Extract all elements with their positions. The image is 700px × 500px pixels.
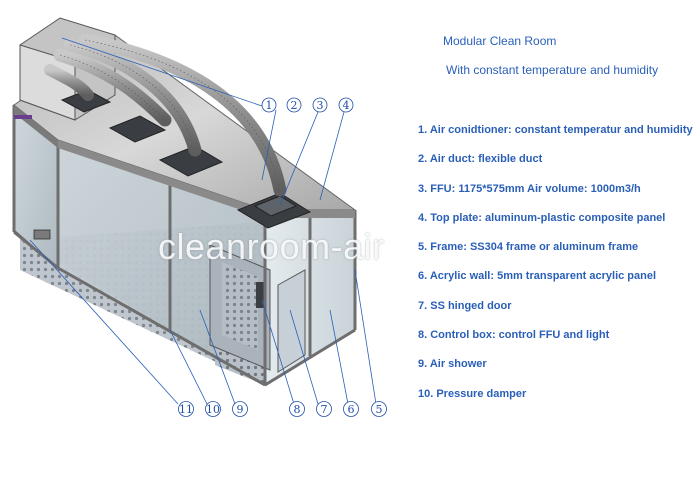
frame-posts xyxy=(12,105,357,387)
legend-item: 9. Air shower xyxy=(418,358,487,371)
callout-3: 3 xyxy=(317,99,324,112)
callout-5: 5 xyxy=(376,403,383,416)
leader-lines xyxy=(29,37,377,405)
top-plate-edge xyxy=(58,140,355,218)
callouts-top: 1 2 3 4 xyxy=(261,97,354,113)
air-shower-interior xyxy=(222,262,258,350)
callout-2: 2 xyxy=(291,99,298,112)
legend-item: 2. Air duct: flexible duct xyxy=(418,153,543,166)
hinged-door xyxy=(277,269,306,373)
callout-1: 1 xyxy=(266,99,273,112)
ffu-units xyxy=(60,89,312,229)
pressure-damper xyxy=(33,229,51,240)
legend-item: 7. SS hinged door xyxy=(418,299,512,312)
callout-10: 10 xyxy=(206,403,220,416)
watermark: cleanroom-air xyxy=(158,226,385,267)
callout-4: 4 xyxy=(343,99,350,112)
callout-8: 8 xyxy=(294,403,301,416)
component-legend: 1. Air conidtioner: constant temperatur … xyxy=(418,123,700,416)
legend-item: 5. Frame: SS304 frame or aluminum frame xyxy=(418,241,639,254)
callout-9: 9 xyxy=(237,403,244,416)
legend-item: 10. Pressure damper xyxy=(418,387,527,400)
diagram-title: Modular Clean Room xyxy=(443,34,557,48)
legend-item: 8. Control box: control FFU and light xyxy=(418,329,610,342)
logo-strip xyxy=(14,115,32,119)
legend-item: 3. FFU: 1175*575mm Air volume: 1000m3/h xyxy=(418,182,641,195)
diagram-subtitle: With constant temperature and humidity xyxy=(446,63,659,77)
callout-6: 6 xyxy=(348,403,355,416)
legend-item: 4. Top plate: aluminum-plastic composite… xyxy=(418,211,666,224)
control-box xyxy=(256,282,265,308)
callout-7: 7 xyxy=(321,403,328,416)
callouts-bottom: 11 10 9 8 7 6 5 xyxy=(178,401,387,417)
legend-item: 6. Acrylic wall: 5mm transparent acrylic… xyxy=(418,270,657,283)
duct-ribs xyxy=(59,39,281,191)
legend-item: 1. Air conidtioner: constant temperatur … xyxy=(418,124,693,136)
callout-11: 11 xyxy=(179,403,193,416)
